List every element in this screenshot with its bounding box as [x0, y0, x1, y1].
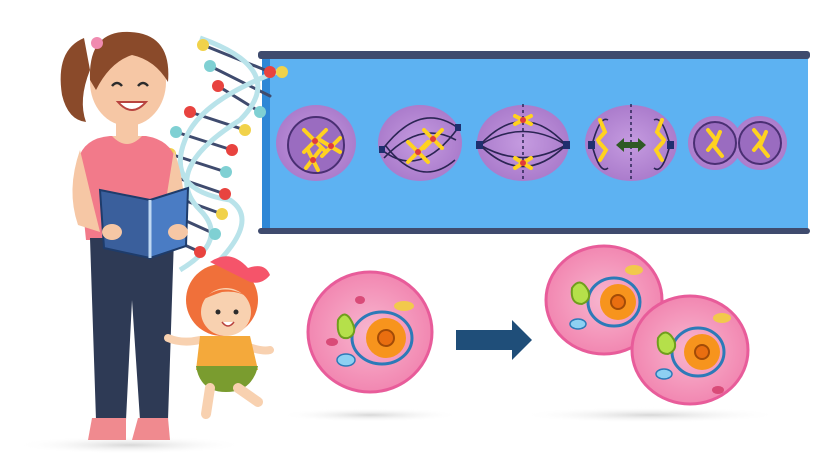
cell-shadow	[280, 408, 460, 422]
division-arrow-icon	[456, 320, 532, 360]
stage-prometaphase	[378, 105, 462, 181]
stage-metaphase	[476, 104, 570, 182]
stage-prophase	[276, 105, 356, 181]
panel-left-edge	[262, 55, 270, 231]
panel-bottom-rail	[258, 228, 810, 234]
book-icon	[98, 186, 190, 260]
stage-telophase	[688, 116, 787, 170]
daughter-cell-top	[544, 244, 664, 356]
toddler-figure	[164, 256, 274, 419]
mitosis-stages-panel	[258, 51, 810, 234]
stage-anaphase	[585, 104, 677, 182]
panel-top-rail	[258, 51, 810, 59]
cells-shadow	[520, 407, 780, 423]
teacher-figure	[60, 31, 190, 440]
ground-shadow	[15, 436, 245, 454]
split-arrow-icon	[616, 138, 646, 152]
parent-cell	[306, 270, 434, 394]
daughter-cell-bottom	[630, 294, 750, 406]
dna-helix	[164, 35, 288, 273]
